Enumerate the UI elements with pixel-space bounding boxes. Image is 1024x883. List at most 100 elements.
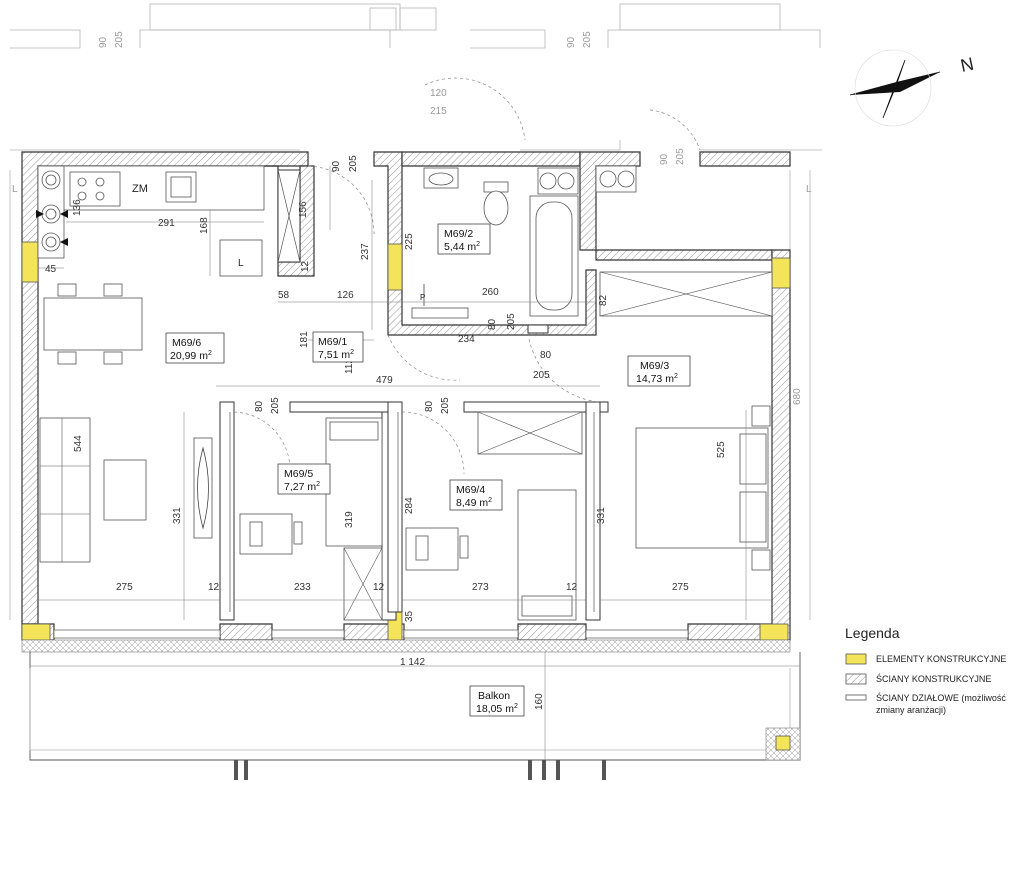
dim-45: 45 [45, 264, 57, 275]
dim-234: 234 [458, 334, 475, 345]
bedroom3-wardrobe [595, 165, 773, 317]
ghost-90a: 90 [98, 36, 109, 48]
room-m69-5-name: M69/5 [284, 468, 313, 480]
dim-80-bath: 80 [487, 318, 498, 330]
room-m69-5-area: 7,27 m [284, 481, 316, 493]
dim-112: 112 [344, 358, 355, 374]
desk-room5 [239, 513, 293, 555]
room-m69-3-name: M69/3 [640, 360, 669, 372]
svg-text:7,51 m2: 7,51 m2 [318, 349, 354, 361]
dim-284: 284 [404, 497, 415, 514]
coffee-table [103, 459, 147, 521]
room-m69-2-name: M69/2 [444, 228, 473, 240]
dim-12-top: 12 [300, 260, 311, 272]
windows [21, 629, 791, 653]
legend-swatch-partitions [845, 694, 867, 701]
dim-90-top: 90 [331, 160, 342, 172]
room4-furniture [405, 411, 583, 621]
dim-126: 126 [337, 290, 354, 301]
svg-text:18,05 m2: 18,05 m2 [476, 703, 518, 715]
structural-walls [21, 151, 791, 641]
legend-item-walls: ŚCIANY KONSTRUKCYJNE [876, 673, 991, 684]
dim-233: 233 [294, 582, 311, 593]
ghost-90c: 90 [659, 153, 670, 165]
room-m69-6-name: M69/6 [172, 337, 201, 349]
room-labels: M69/6 20,99 m2 M69/1 7,51 m2 M69/2 5,44 … [165, 223, 691, 717]
room-m69-4-name: M69/4 [456, 484, 485, 496]
room-balkon-name: Balkon [478, 690, 510, 702]
dim-80-r5: 80 [254, 400, 265, 412]
toilet [483, 181, 509, 193]
dim-156: 156 [298, 201, 309, 218]
dimension-lines [38, 166, 772, 620]
ghost-205b: 205 [582, 31, 593, 48]
dim-82: 82 [598, 294, 609, 306]
dim-237: 237 [360, 243, 371, 260]
svg-text:20,99 m2: 20,99 m2 [170, 350, 212, 362]
room-m69-6-area: 20,99 m [170, 350, 208, 362]
dim-35: 35 [404, 610, 415, 622]
ghost-680: 680 [792, 388, 803, 405]
partition-walls [219, 324, 609, 621]
dim-58: 58 [278, 290, 290, 301]
svg-text:5,44 m2: 5,44 m2 [444, 241, 480, 253]
room-m69-3-area: 14,73 m [636, 373, 674, 385]
dim-225: 225 [404, 233, 415, 250]
legend: Legenda ELEMENTY KONSTRUKCYJNE ŚCIANY KO… [845, 625, 1006, 715]
dimension-labels: 136 291 168 156 12 45 58 126 237 225 260… [45, 155, 727, 710]
dim-168: 168 [199, 217, 210, 234]
fridge [219, 239, 263, 277]
room-m69-1-name: M69/1 [318, 336, 347, 348]
svg-text:P: P [420, 293, 425, 302]
dining-table [43, 297, 143, 351]
dim-331-right: 331 [596, 507, 607, 524]
cooktop [69, 171, 121, 207]
dim-331-left: 331 [172, 507, 183, 524]
dim-12-r5: 12 [373, 582, 385, 593]
ghost-205a: 205 [114, 31, 125, 48]
north-label: N [959, 54, 976, 76]
dim-12-r4: 12 [566, 582, 578, 593]
dim-205-r4: 205 [440, 397, 451, 414]
bedroom3-furniture [635, 405, 771, 571]
dim-544: 544 [73, 435, 84, 452]
ghost-215: 215 [430, 106, 447, 117]
svg-text:8,49 m2: 8,49 m2 [456, 497, 492, 509]
dim-80-b3: 80 [540, 350, 552, 361]
north-compass: N [849, 49, 976, 127]
dim-479: 479 [376, 375, 393, 386]
ghost-120: 120 [430, 88, 447, 99]
dishwasher-label: ZM [132, 183, 148, 195]
ghost-90b: 90 [566, 36, 577, 48]
legend-swatch-structural [845, 653, 867, 665]
dim-275-left: 275 [116, 582, 133, 593]
dim-181: 181 [299, 331, 310, 348]
living-furniture [39, 283, 213, 563]
dim-205-bath: 205 [506, 313, 517, 330]
dim-160: 160 [534, 693, 545, 710]
dim-205-b3: 205 [533, 370, 550, 381]
dim-136: 136 [72, 199, 83, 216]
legend-item-partitions-2: zmiany aranżacji) [876, 705, 946, 715]
svg-text:7,27 m2: 7,27 m2 [284, 481, 320, 493]
dim-273: 273 [472, 582, 489, 593]
room-m69-1-area: 7,51 m [318, 349, 350, 361]
ghost-205c: 205 [675, 148, 686, 165]
legend-item-structural: ELEMENTY KONSTRUKCYJNE [876, 654, 1006, 664]
dim-80-r4: 80 [424, 400, 435, 412]
dim-291: 291 [158, 218, 175, 229]
fridge-label: L [238, 258, 244, 269]
room-m69-2-area: 5,44 m [444, 241, 476, 253]
room-balkon-area: 18,05 m [476, 703, 514, 715]
kitchen-area: ZM L [36, 165, 265, 277]
washer [411, 307, 469, 319]
compass-needle-light [849, 71, 941, 96]
dim-12-r6: 12 [208, 582, 220, 593]
legend-item-partitions: ŚCIANY DZIAŁOWE (możliwość [876, 692, 1006, 703]
ghost-L2: L [12, 184, 18, 195]
room5-furniture [239, 417, 383, 621]
door-swings [233, 165, 601, 475]
dim-1142: 1 142 [400, 657, 425, 668]
dim-260: 260 [482, 287, 499, 298]
